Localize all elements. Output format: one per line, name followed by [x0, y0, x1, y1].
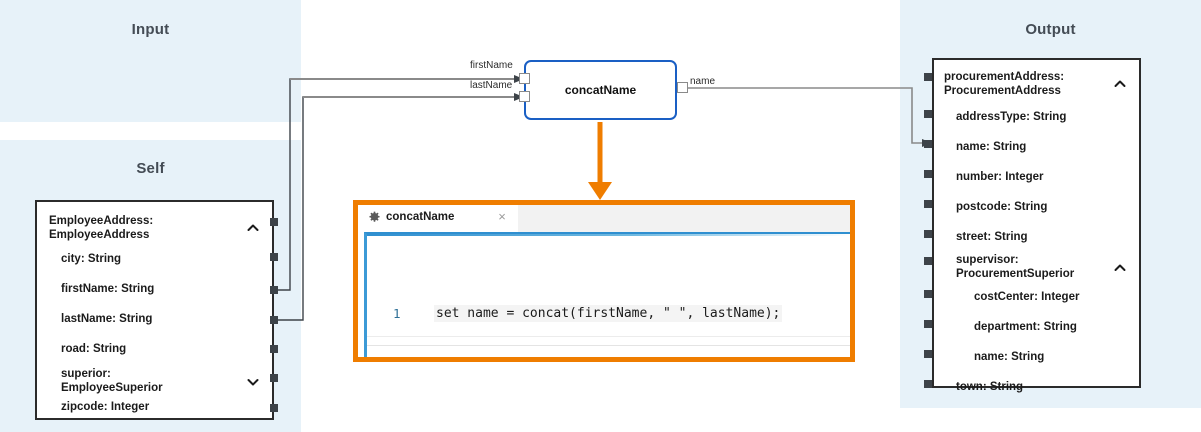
function-node-concatname[interactable]: concatName — [524, 60, 677, 120]
output-port-name[interactable] — [924, 140, 932, 148]
wire-label-name: name — [690, 76, 716, 87]
output-lane-title: Output — [1025, 21, 1076, 38]
editor-tab-label: concatName — [386, 211, 455, 223]
code-line-1[interactable]: set name = concat(firstName, " ", lastNa… — [434, 305, 783, 322]
output-field-costcenter[interactable]: costCenter: Integer — [974, 291, 1080, 303]
output-field-department[interactable]: department: String — [974, 321, 1077, 333]
self-port-lastname[interactable] — [270, 316, 278, 324]
self-port-superior[interactable] — [270, 374, 278, 382]
output-field-town[interactable]: town: String — [956, 381, 1024, 393]
output-port-postcode[interactable] — [924, 200, 932, 208]
function-output-port-name[interactable] — [677, 82, 688, 93]
self-lane-title: Self — [136, 160, 165, 177]
code-divider-secondary — [367, 345, 850, 346]
output-port-supervisor-name[interactable] — [924, 350, 932, 358]
output-port-addresstype[interactable] — [924, 110, 932, 118]
self-port-road[interactable] — [270, 345, 278, 353]
chevron-up-icon[interactable] — [245, 220, 261, 236]
self-port-zipcode[interactable] — [270, 404, 278, 412]
editor-focus-underline — [367, 234, 850, 236]
input-lane — [0, 0, 301, 122]
chevron-up-icon[interactable] — [1112, 260, 1128, 276]
line-number-1: 1 — [393, 306, 401, 321]
self-root-field[interactable]: EmployeeAddress: EmployeeAddress — [49, 215, 154, 241]
output-field-addresstype[interactable]: addressType: String — [956, 111, 1067, 123]
output-field-street[interactable]: street: String — [956, 231, 1028, 243]
output-port-town[interactable] — [924, 380, 932, 388]
self-schema-box[interactable]: EmployeeAddress: EmployeeAddress city: S… — [35, 200, 274, 420]
code-text-area[interactable]: 1 set name = concat(firstName, " ", last… — [364, 232, 850, 357]
close-icon[interactable]: × — [498, 209, 506, 224]
output-port-street[interactable] — [924, 230, 932, 238]
code-editor-panel[interactable]: concatName × 1 set name = concat(firstNa… — [353, 200, 855, 362]
self-port-firstname[interactable] — [270, 286, 278, 294]
self-field-firstname[interactable]: firstName: String — [61, 283, 155, 295]
self-field-lastname[interactable]: lastName: String — [61, 313, 153, 325]
output-field-number[interactable]: number: Integer — [956, 171, 1044, 183]
output-field-name[interactable]: name: String — [956, 141, 1027, 153]
output-field-supervisor[interactable]: supervisor: ProcurementSuperior — [956, 254, 1075, 280]
output-field-postcode[interactable]: postcode: String — [956, 201, 1048, 213]
output-port-root[interactable] — [924, 73, 932, 81]
editor-tab-concatname[interactable]: concatName × — [358, 205, 518, 232]
gear-icon — [368, 211, 381, 224]
output-port-costcenter[interactable] — [924, 290, 932, 298]
function-input-port-lastname[interactable] — [519, 91, 530, 102]
wire-label-lastname: lastName — [470, 80, 513, 91]
self-field-road[interactable]: road: String — [61, 343, 127, 355]
function-input-port-firstname[interactable] — [519, 73, 530, 84]
self-port-city[interactable] — [270, 253, 278, 261]
chevron-down-icon[interactable] — [245, 374, 261, 390]
output-field-supervisor-name[interactable]: name: String — [974, 351, 1045, 363]
output-port-department[interactable] — [924, 320, 932, 328]
output-root-field[interactable]: procurementAddress: ProcurementAddress — [944, 71, 1065, 97]
editor-tabbar: concatName × — [358, 205, 850, 232]
self-field-zipcode[interactable]: zipcode: Integer — [61, 401, 150, 413]
wire-label-firstname: firstName — [470, 60, 513, 71]
code-divider — [367, 336, 850, 337]
self-port-root[interactable] — [270, 218, 278, 226]
output-port-supervisor[interactable] — [924, 257, 932, 265]
output-schema-box[interactable]: procurementAddress: ProcurementAddress a… — [932, 58, 1141, 393]
chevron-up-icon[interactable] — [1112, 76, 1128, 92]
self-field-city[interactable]: city: String — [61, 253, 122, 265]
output-port-number[interactable] — [924, 170, 932, 178]
input-lane-title: Input — [131, 21, 170, 38]
function-node-label: concatName — [564, 83, 637, 97]
self-field-superior[interactable]: superior: EmployeeSuperior — [61, 368, 163, 394]
code-editor-body: concatName × 1 set name = concat(firstNa… — [358, 205, 850, 357]
